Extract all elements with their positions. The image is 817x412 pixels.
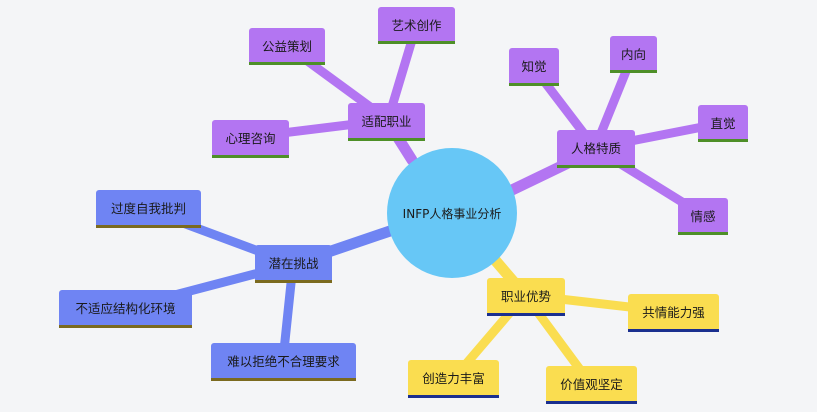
branch-challenges[interactable]: 潜在挑战 (255, 245, 332, 283)
node-creativity[interactable]: 创造力丰富 (408, 360, 499, 398)
node-feeling[interactable]: 情感 (678, 198, 728, 235)
branch-strengths[interactable]: 职业优势 (487, 278, 565, 316)
node-unstructured-env[interactable]: 不适应结构化环境 (59, 290, 192, 328)
node-self-criticism[interactable]: 过度自我批判 (96, 190, 201, 228)
node-introverted[interactable]: 内向 (610, 36, 657, 73)
center-topic[interactable]: INFP人格事业分析 (387, 148, 517, 278)
node-perceiving[interactable]: 知觉 (509, 48, 559, 86)
node-hard-to-refuse[interactable]: 难以拒绝不合理要求 (211, 343, 356, 381)
branch-careers[interactable]: 适配职业 (348, 103, 425, 141)
node-empathy[interactable]: 共情能力强 (628, 294, 719, 332)
node-intuition[interactable]: 直觉 (698, 105, 748, 142)
node-charity-planning[interactable]: 公益策划 (249, 28, 325, 65)
node-counseling[interactable]: 心理咨询 (212, 120, 289, 158)
node-firm-values[interactable]: 价值观坚定 (546, 366, 637, 404)
node-art-creation[interactable]: 艺术创作 (378, 7, 455, 44)
branch-traits[interactable]: 人格特质 (557, 130, 635, 168)
